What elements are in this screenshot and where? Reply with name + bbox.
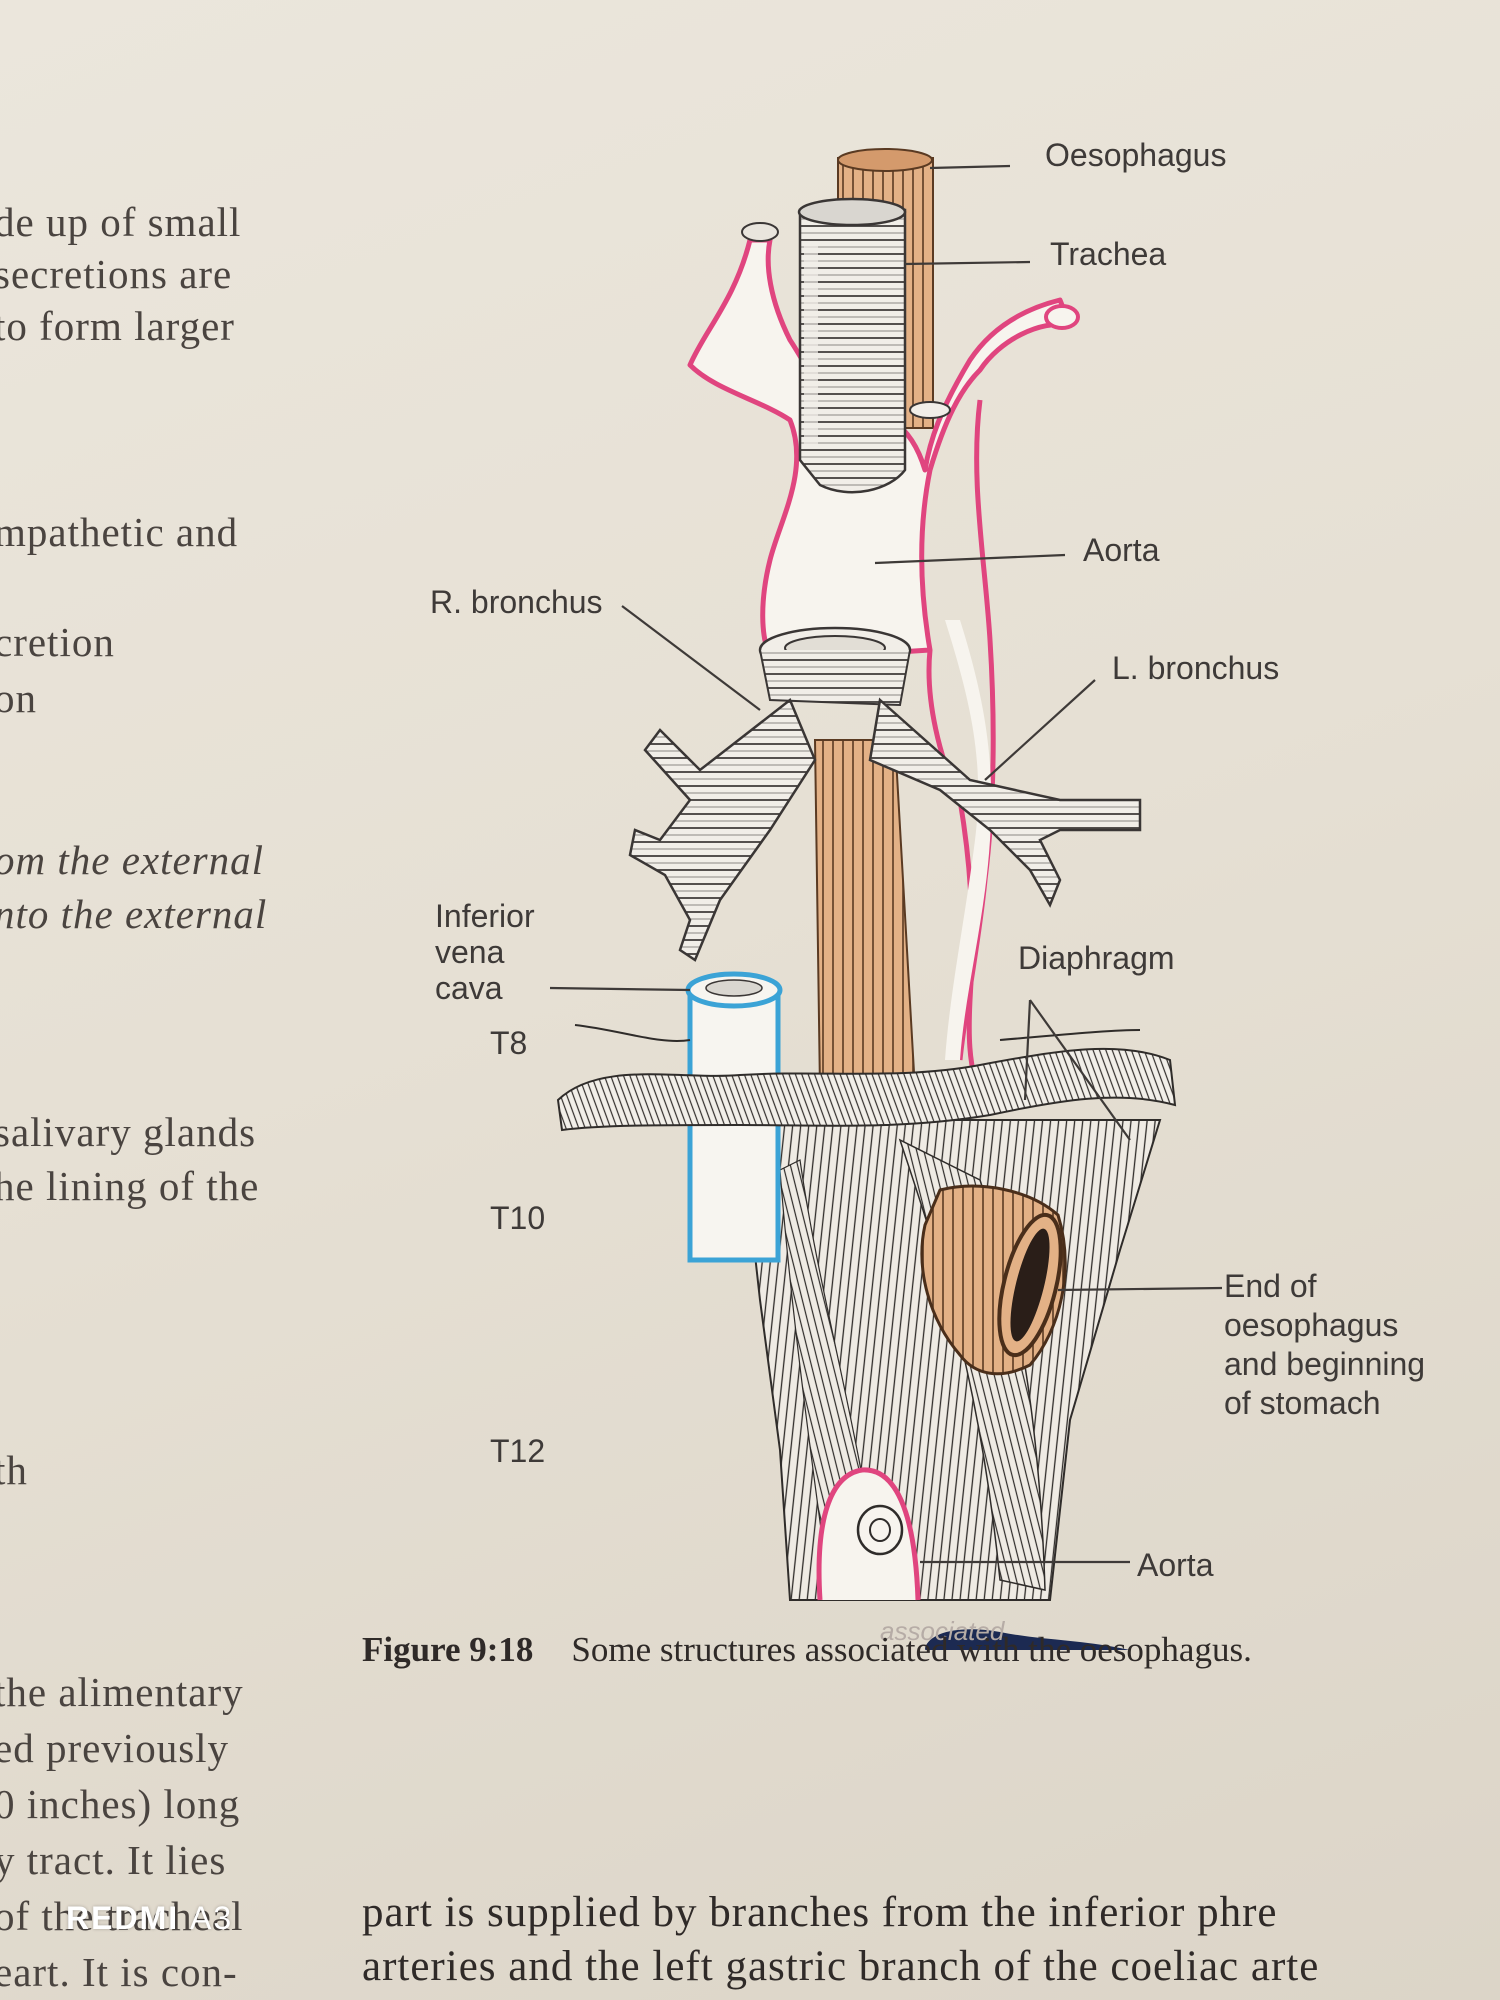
left-bronchus — [868, 697, 1142, 908]
label-diaphragm: Diaphragm — [1018, 940, 1175, 976]
left-text-column: de up of small secretions are to form la… — [0, 0, 310, 2000]
trachea — [798, 208, 907, 494]
figure-caption: Figure 9:18 Some structures associated wi… — [362, 1630, 1252, 1670]
label-left-bronchus: L. bronchus — [1112, 650, 1280, 686]
left-text-line: of the tracheal — [0, 1893, 244, 1939]
label-inferior-vena-cava-2: vena — [435, 934, 505, 970]
label-t12: T12 — [490, 1433, 546, 1469]
left-text-line: mpathetic and — [0, 509, 239, 555]
watermark-model: A3 — [190, 1900, 234, 1936]
label-end-of-oesophagus-3: and beginning — [1224, 1346, 1426, 1382]
label-inferior-vena-cava-1: Inferior — [435, 898, 535, 934]
oesophagus-middle — [813, 739, 917, 1091]
label-trachea: Trachea — [1050, 236, 1167, 272]
right-bronchus — [628, 698, 817, 962]
left-text-line: cretion — [0, 619, 115, 665]
left-text-line: 0 inches) long — [0, 1781, 241, 1827]
watermark-brand: REDMI — [66, 1900, 180, 1936]
figure-number: Figure 9:18 — [362, 1630, 534, 1669]
label-right-bronchus: R. bronchus — [430, 584, 603, 620]
label-end-of-oesophagus-1: End of — [1224, 1268, 1317, 1304]
body-text-line: arteries and the left gastric branch of … — [362, 1943, 1320, 1990]
left-text-line: eart. It is con- — [0, 1949, 238, 1995]
label-t10: T10 — [490, 1200, 546, 1236]
left-text-line: ed previously — [0, 1725, 230, 1771]
label-inferior-vena-cava-3: cava — [435, 970, 503, 1006]
label-end-of-oesophagus-4: of stomach — [1224, 1385, 1381, 1421]
left-text-line: y tract. It lies — [0, 1837, 227, 1883]
left-text-line: to form larger — [0, 303, 235, 349]
left-text-line: th — [0, 1447, 28, 1493]
diaphragm — [556, 1047, 1177, 1132]
descending-aorta — [926, 649, 978, 1081]
left-text-line: de up of small — [0, 199, 242, 245]
left-text-line: nto the external — [0, 891, 268, 937]
label-t8: T8 — [490, 1025, 528, 1061]
left-text-line: on — [0, 675, 37, 721]
left-text-line: om the external — [0, 837, 265, 883]
figure-caption-text: Some structures associated with the oeso… — [571, 1630, 1252, 1669]
handwritten-note: associated — [880, 1616, 1006, 1646]
left-text-line: the alimentary — [0, 1669, 244, 1715]
camera-watermark: REDMI A3 — [66, 1900, 233, 1937]
ink-blot — [925, 1629, 1130, 1650]
oesophagus-illustration: associated — [549, 148, 1223, 1650]
left-text-line: he lining of the — [0, 1163, 260, 1209]
left-text-line: salivary glands — [0, 1109, 257, 1155]
label-aorta-top: Aorta — [1083, 532, 1160, 568]
label-aorta-bottom: Aorta — [1137, 1547, 1214, 1583]
body-text-line: part is supplied by branches from the in… — [362, 1889, 1278, 1936]
label-end-of-oesophagus-2: oesophagus — [1224, 1307, 1399, 1343]
left-text-line: secretions are — [0, 251, 233, 297]
label-oesophagus: Oesophagus — [1045, 137, 1227, 173]
